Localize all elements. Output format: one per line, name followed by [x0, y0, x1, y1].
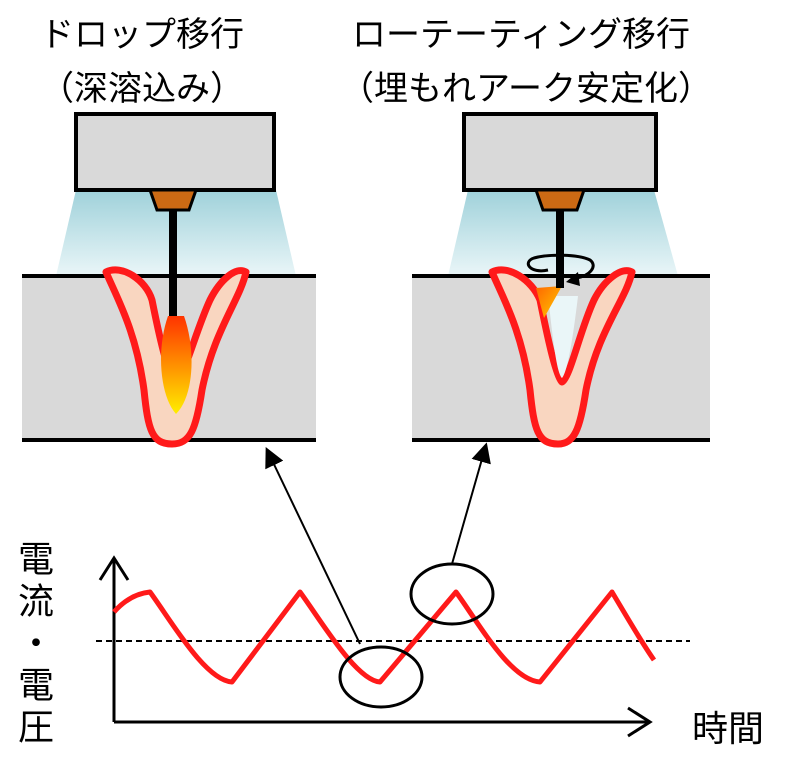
y-axis-arrowhead [98, 555, 130, 581]
left-panel-title: ドロップ移行 [40, 15, 244, 55]
x-axis-arrowhead [627, 706, 653, 738]
x-axis-label: 時間 [692, 709, 765, 750]
torch-body [462, 112, 658, 192]
contact-tip [533, 188, 587, 212]
torch-body [74, 112, 276, 192]
inner-arc-region [548, 296, 578, 378]
rotating-transfer-illustration [412, 112, 710, 448]
current-voltage-waveform [112, 589, 657, 685]
rotation-arrowhead [566, 272, 580, 286]
drop-transfer-illustration [22, 112, 316, 448]
molten-pool [488, 266, 636, 448]
rotation-arrow [526, 253, 595, 280]
pointer-arrow-right [451, 442, 491, 565]
pointer-arrow-left [265, 446, 361, 645]
molten-pool [102, 266, 250, 448]
rotating-droplet [536, 286, 562, 318]
trough-highlight-circle [338, 645, 424, 709]
waveform-graph [96, 442, 690, 738]
left-panel-subtitle: （深溶込み） [40, 69, 244, 109]
contact-tip [147, 188, 199, 212]
droplet [161, 316, 192, 414]
right-panel-title: ローテーティング移行 [352, 15, 690, 55]
right-panel-subtitle: （埋もれアーク安定化） [340, 69, 712, 109]
y-axis-label: 電流・電圧 [12, 540, 53, 750]
